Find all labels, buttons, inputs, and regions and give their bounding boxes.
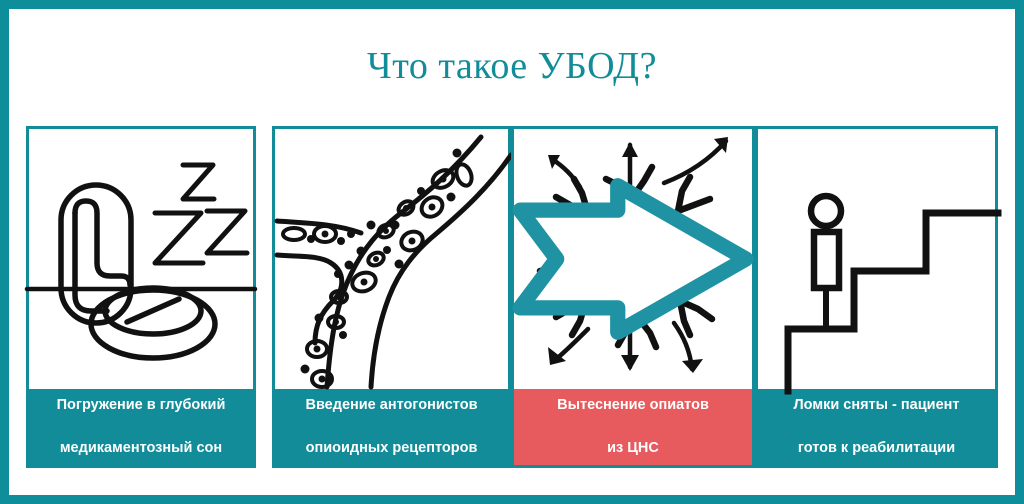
branching-vessel-outline <box>274 134 514 390</box>
blood-cell-particles <box>281 148 474 389</box>
teal-injection-arrow <box>512 178 754 340</box>
zzz-sleep-icon <box>152 162 250 266</box>
panel-1-artwork <box>24 162 258 361</box>
panel-3-caption-line-1: Вытеснение опиатов <box>557 397 709 414</box>
panel-step-1[interactable]: Погружение в глубокий медикаментозный со… <box>24 126 258 468</box>
panel-2-caption-line-2: опиоидных рецепторов <box>305 439 478 456</box>
panel-4-caption-line-2: готов к реабилитации <box>797 439 956 456</box>
panel-3-caption-line-2: из ЦНС <box>607 439 659 456</box>
figure-body <box>810 228 843 292</box>
panel-step-3[interactable]: Вытеснение опиатов из ЦНС <box>511 126 755 468</box>
panel-step-2[interactable]: Введение антогонистов опиоидных рецептор… <box>272 126 514 468</box>
ascending-stairs <box>784 209 1002 395</box>
round-tablet-icon <box>88 285 218 361</box>
sleeping-pill-zzz-illustration <box>24 129 258 389</box>
stick-figure-icon <box>807 192 845 331</box>
panel-2-caption-line-1: Введение антогонистов <box>305 397 478 414</box>
figure-head <box>807 192 845 230</box>
page-title: Что такое УБОД? <box>367 45 657 87</box>
capsule-pill-icon <box>58 182 134 326</box>
panel-1-caption-line-2: медикаментозный сон <box>59 439 223 456</box>
person-on-stairs-illustration <box>758 129 1002 395</box>
blood-vessel-illustration <box>274 129 514 390</box>
panel-2-artwork <box>274 134 514 390</box>
panel-1-caption-line-1: Погружение в глубокий <box>56 397 226 414</box>
panel-3-caption: Вытеснение опиатов из ЦНС <box>514 389 752 465</box>
panel-2-caption: Введение антогонистов опиоидных рецептор… <box>275 389 508 465</box>
panel-4-caption: Ломки сняты - пациент готов к реабилитац… <box>758 389 995 465</box>
panel-step-4[interactable]: Ломки сняты - пациент готов к реабилитац… <box>755 126 1002 468</box>
panel-strip: Погружение в глубокий медикаментозный со… <box>24 126 1002 468</box>
panel-4-caption-line-1: Ломки сняты - пациент <box>793 397 960 414</box>
panel-4-artwork <box>784 192 1002 395</box>
panel-1-caption: Погружение в глубокий медикаментозный со… <box>29 389 253 465</box>
neuron-receptor-illustration <box>512 129 754 389</box>
